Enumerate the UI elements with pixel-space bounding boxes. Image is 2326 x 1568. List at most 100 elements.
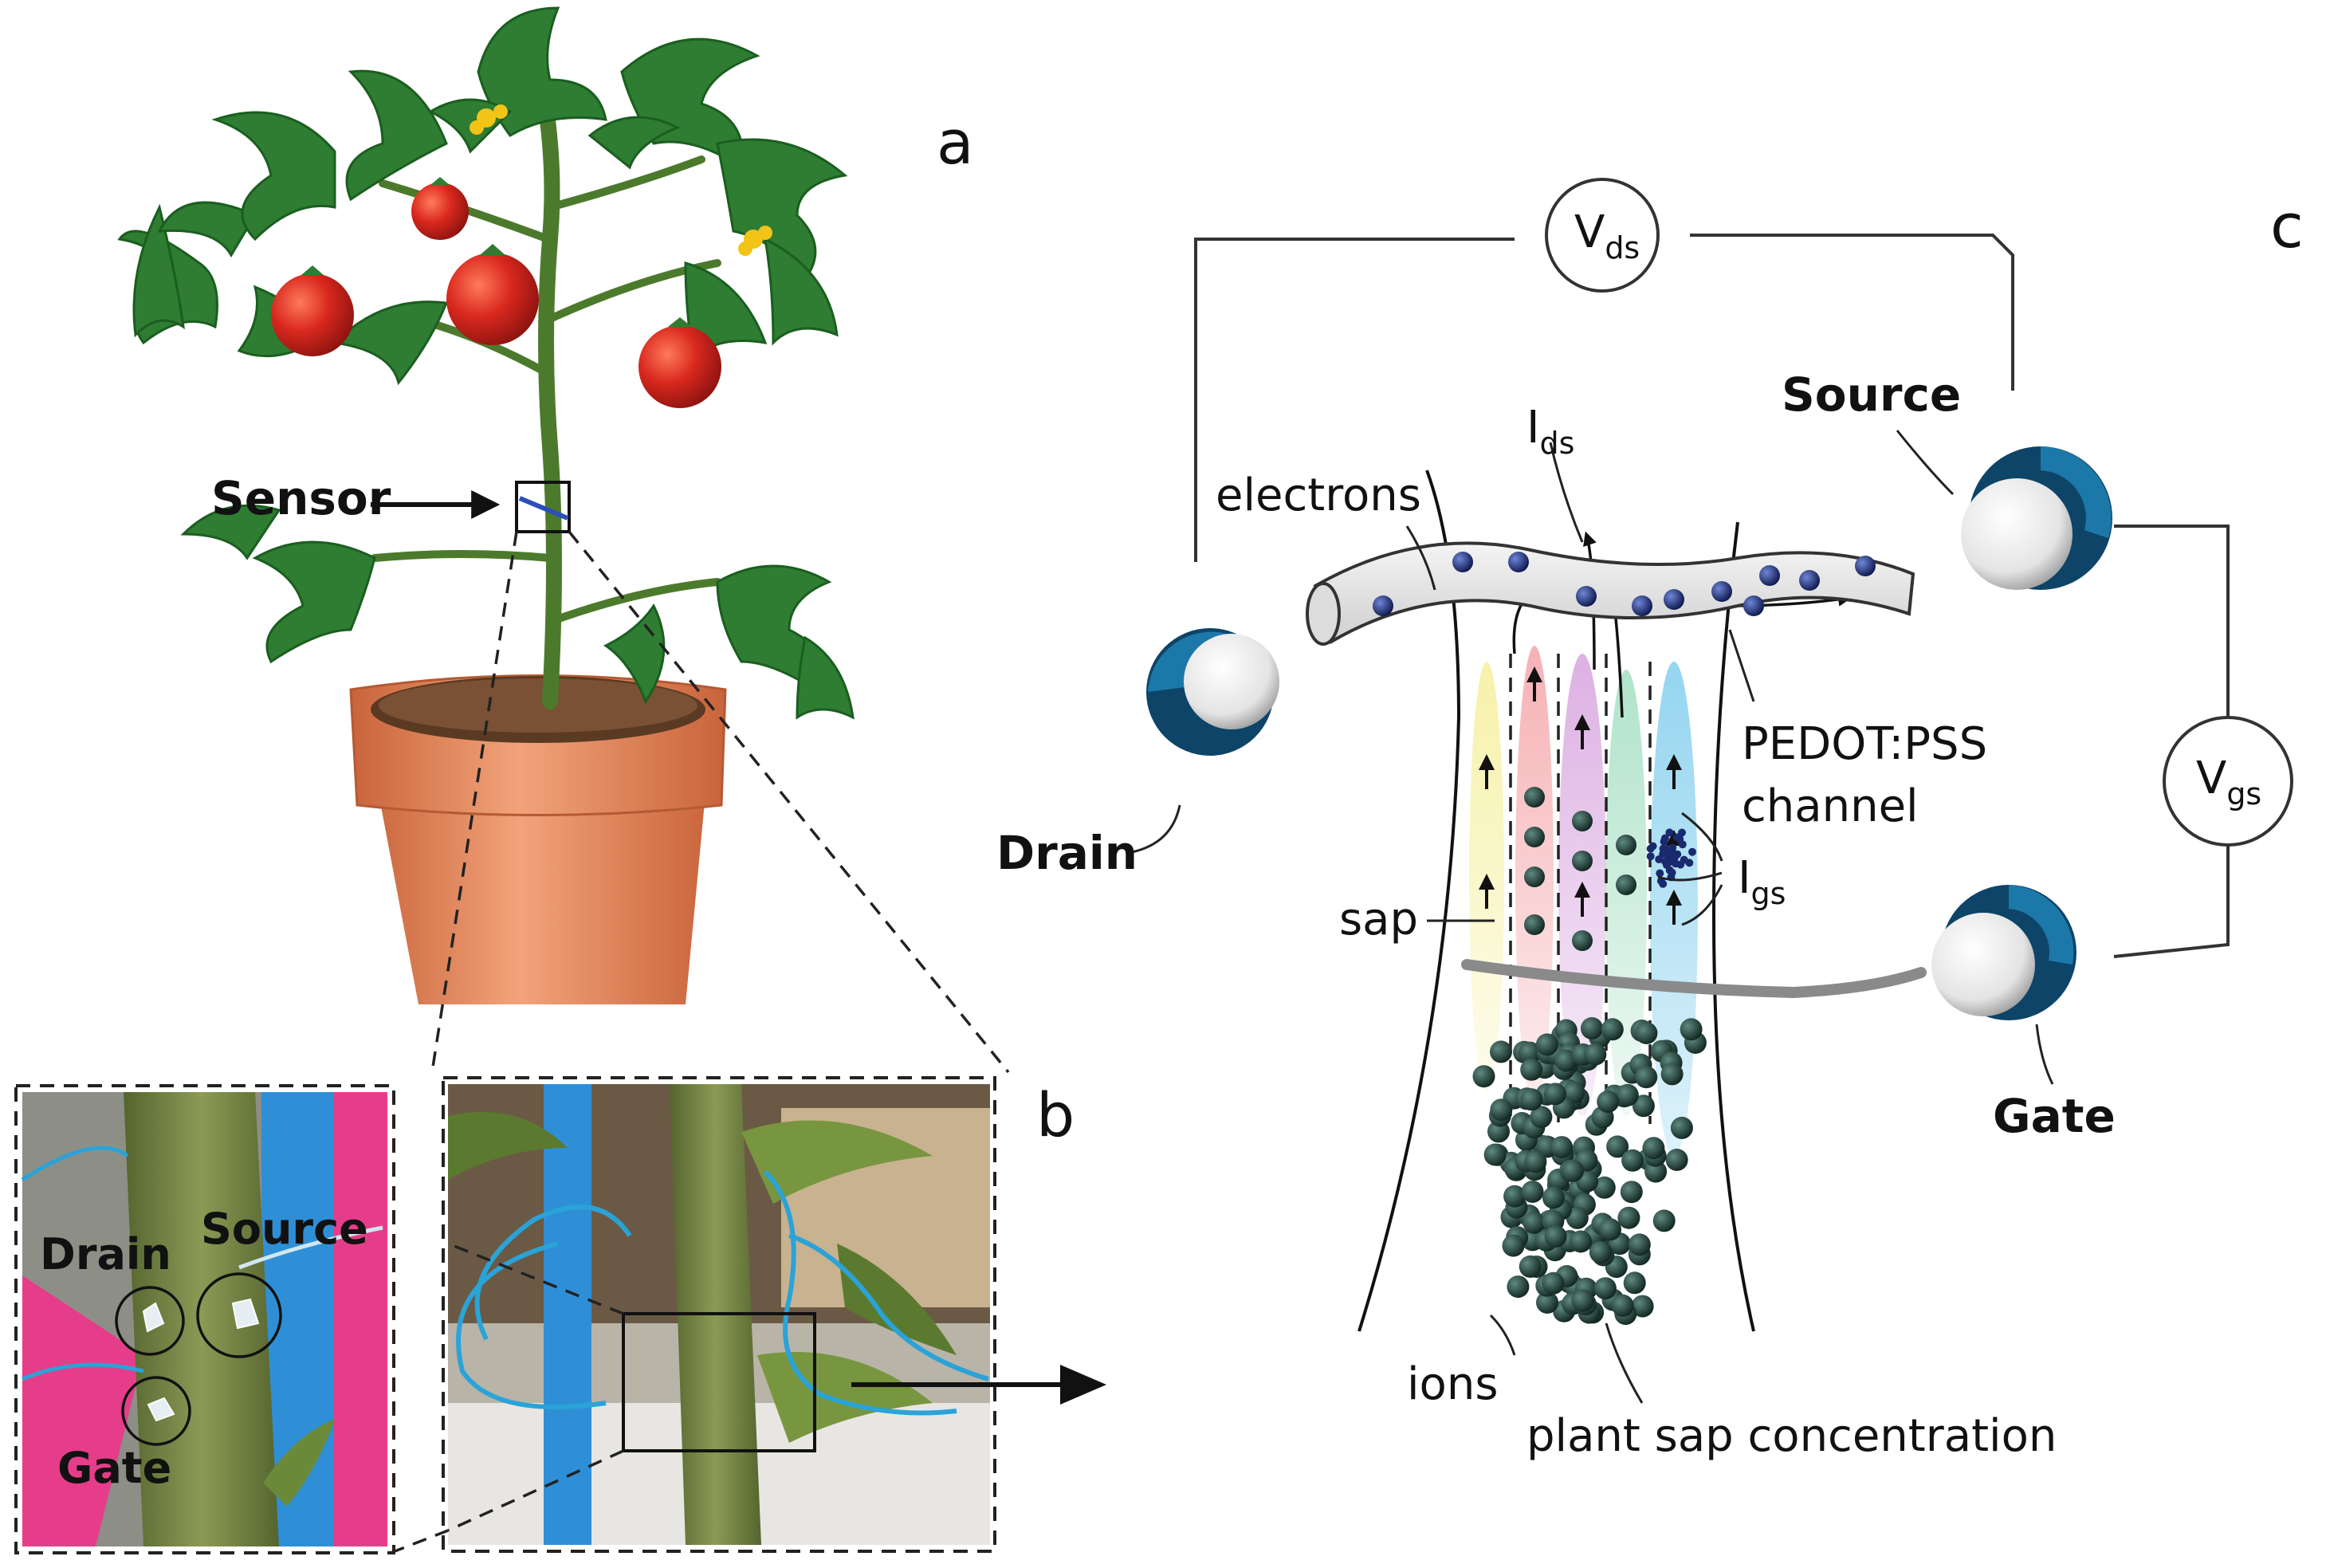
ion bbox=[1597, 1091, 1620, 1113]
ion bbox=[1572, 851, 1593, 871]
ion-cluster-dot bbox=[1688, 847, 1696, 856]
ion bbox=[1616, 835, 1636, 855]
source-circle bbox=[196, 1272, 282, 1358]
ion bbox=[1631, 1295, 1654, 1318]
ion bbox=[1621, 1149, 1644, 1172]
photo-gate-label: Gate bbox=[57, 1443, 171, 1493]
ion bbox=[1502, 1234, 1525, 1257]
vgs-label: Vgs bbox=[2196, 753, 2261, 812]
panel-letter-c: c bbox=[2270, 191, 2304, 261]
ion bbox=[1616, 874, 1636, 895]
ion bbox=[1472, 1065, 1495, 1088]
ion-cluster-dot bbox=[1665, 828, 1674, 837]
drain-circle bbox=[115, 1286, 185, 1356]
ion bbox=[1670, 1116, 1693, 1139]
flower-pot bbox=[349, 674, 727, 1004]
ion bbox=[1523, 1211, 1546, 1234]
ion bbox=[1652, 1209, 1676, 1232]
gate-circle bbox=[121, 1376, 191, 1446]
sensor-wire-mark bbox=[518, 496, 569, 521]
ion bbox=[1584, 1043, 1607, 1066]
circuit-wires bbox=[1194, 234, 2230, 958]
ion bbox=[1542, 1271, 1565, 1295]
electron bbox=[1576, 586, 1597, 607]
ion bbox=[1593, 1277, 1617, 1300]
ion bbox=[1566, 1206, 1589, 1229]
ion bbox=[1601, 1018, 1624, 1041]
ion-cluster-dot bbox=[1656, 869, 1664, 878]
ions-label: ions bbox=[1407, 1358, 1499, 1410]
ion bbox=[1535, 1033, 1558, 1056]
ion bbox=[1524, 787, 1545, 808]
ion bbox=[1620, 1181, 1643, 1204]
ion bbox=[1524, 1150, 1547, 1173]
electrons bbox=[1373, 552, 1876, 616]
ion bbox=[1524, 867, 1545, 887]
electron bbox=[1855, 556, 1876, 576]
ion bbox=[1507, 1275, 1530, 1299]
ion bbox=[1483, 1143, 1507, 1166]
zoom-lines bbox=[390, 530, 1010, 1554]
ion bbox=[1628, 1233, 1651, 1256]
source-electrode bbox=[1961, 446, 2112, 590]
ion bbox=[1642, 1137, 1665, 1160]
ion bbox=[1623, 1271, 1646, 1295]
ion bbox=[1536, 1291, 1558, 1314]
panel-c-schematic: c Vds Vgs bbox=[996, 178, 2304, 1462]
ion bbox=[1635, 1022, 1658, 1044]
electrons-label: electrons bbox=[1216, 470, 1421, 521]
drain-label: Drain bbox=[996, 826, 1137, 880]
ions bbox=[1472, 787, 1707, 1326]
ion bbox=[1680, 1018, 1703, 1041]
ion bbox=[1543, 1083, 1566, 1106]
ion-cluster-dot bbox=[1685, 859, 1694, 867]
drain-electrode bbox=[1146, 628, 1279, 756]
electron bbox=[1743, 595, 1764, 616]
ion-cluster-dot bbox=[1663, 861, 1671, 870]
source-label: Source bbox=[1782, 367, 1961, 422]
ion bbox=[1644, 1160, 1668, 1183]
ion bbox=[1542, 1186, 1565, 1209]
ion bbox=[1660, 1063, 1684, 1086]
ids-label: Ids bbox=[1526, 402, 1574, 461]
plant-leaves bbox=[117, 6, 855, 720]
concentration-label: plant sap concentration bbox=[1526, 1410, 2057, 1462]
sensor-label: Sensor bbox=[211, 471, 391, 525]
leader-lines bbox=[1127, 430, 2054, 1404]
ion bbox=[1544, 1225, 1567, 1248]
electron bbox=[1632, 595, 1652, 616]
ion bbox=[1520, 1058, 1543, 1081]
ion bbox=[1571, 1289, 1594, 1312]
ion-cluster bbox=[1646, 828, 1696, 888]
ion bbox=[1589, 1240, 1612, 1263]
ion bbox=[1593, 1176, 1616, 1199]
panel-b-photos: Drain Source Gate b bbox=[14, 1076, 1106, 1554]
tomatoes bbox=[271, 177, 721, 408]
ion bbox=[1572, 930, 1593, 951]
gate-electrode bbox=[1931, 885, 2077, 1020]
sap-label: sap bbox=[1339, 894, 1418, 945]
electron bbox=[1711, 581, 1732, 602]
ion bbox=[1616, 1083, 1639, 1106]
ion bbox=[1554, 1049, 1578, 1072]
panel-a-plant: Sensor a bbox=[117, 6, 974, 1004]
ion-cluster-dot bbox=[1655, 855, 1664, 863]
electron bbox=[1508, 552, 1529, 572]
ion bbox=[1632, 1094, 1655, 1118]
photo-closeup: Drain Source Gate bbox=[14, 1084, 395, 1554]
ion bbox=[1581, 1017, 1603, 1039]
ion bbox=[1599, 1218, 1621, 1241]
ion bbox=[1490, 1098, 1513, 1122]
ion bbox=[1519, 1255, 1542, 1278]
vds-meter bbox=[1545, 178, 1660, 293]
ion-cluster-dot bbox=[1646, 844, 1655, 853]
ion bbox=[1606, 1135, 1629, 1158]
ion bbox=[1562, 1159, 1584, 1182]
channel-label-line2: channel bbox=[1742, 780, 1919, 832]
ion bbox=[1611, 1294, 1634, 1317]
ion-cluster-dot bbox=[1678, 828, 1686, 837]
ion bbox=[1519, 1041, 1541, 1064]
pedot-pss-channel bbox=[1306, 541, 1915, 646]
ion bbox=[1530, 1106, 1553, 1129]
